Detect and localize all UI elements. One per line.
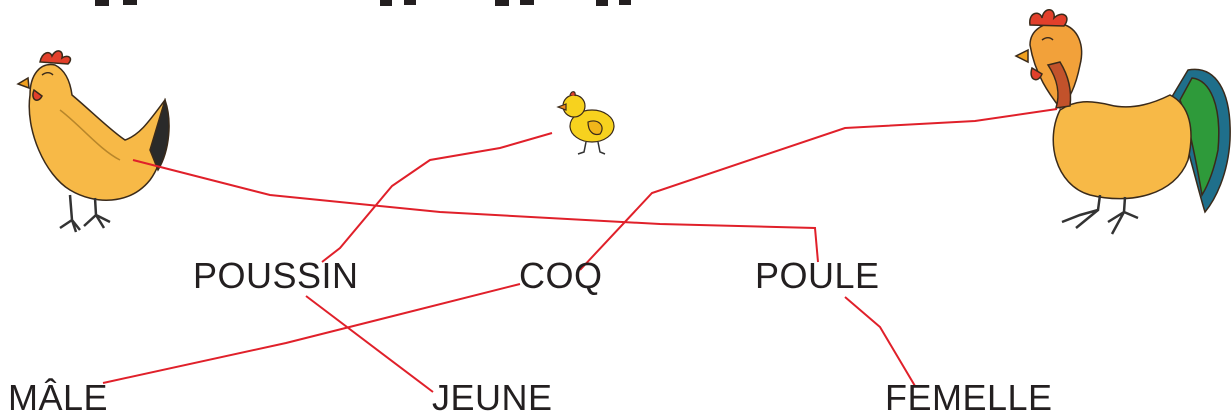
chick-icon — [556, 91, 615, 155]
line-rooster-to-coq — [579, 108, 1058, 271]
word-male[interactable]: MÂLE — [8, 377, 109, 418]
rooster-icon — [1014, 9, 1231, 235]
word-jeune[interactable]: JEUNE — [432, 377, 553, 418]
connection-lines — [102, 108, 1058, 393]
line-coq-to-male — [102, 283, 521, 384]
line-poussin-to-jeune — [305, 295, 434, 393]
word-poule[interactable]: POULE — [755, 255, 880, 296]
word-poussin[interactable]: POUSSIN — [193, 255, 359, 296]
line-chick-to-poussin — [321, 132, 553, 263]
word-coq[interactable]: COQ — [519, 255, 603, 296]
line-hen-to-poule — [132, 159, 819, 263]
hen-icon — [16, 50, 170, 233]
line-poule-to-femelle — [844, 296, 916, 387]
cropped-instruction-fragments — [95, 0, 631, 6]
word-femelle[interactable]: FEMELLE — [885, 377, 1053, 418]
